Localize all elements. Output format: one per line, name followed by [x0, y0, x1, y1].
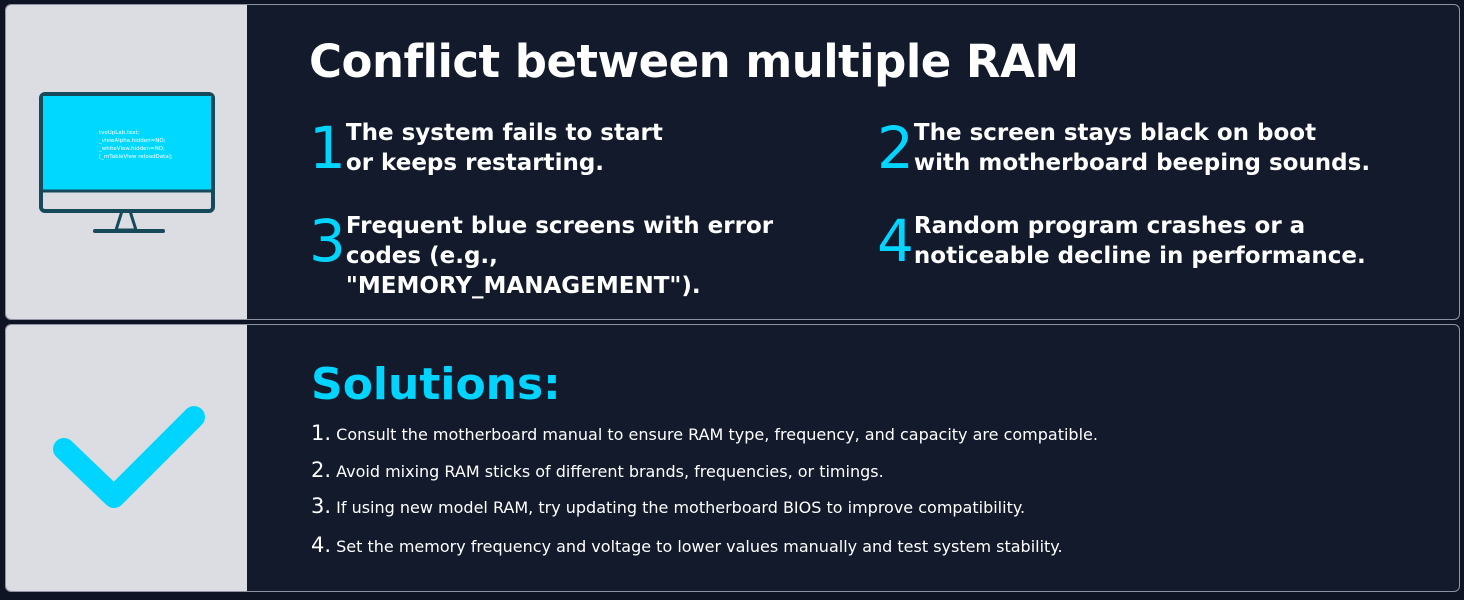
solutions-title: Solutions: — [311, 359, 561, 410]
solutions-panel: Solutions: 1. Consult the motherboard ma… — [5, 324, 1460, 592]
code-line: tvoUpLab.text; — [99, 130, 140, 136]
problem-panel: tvoUpLab.text; _viewAlpha.hidden=NO; _wh… — [5, 4, 1460, 320]
screen-code: tvoUpLab.text; _viewAlpha.hidden=NO; _wh… — [99, 129, 173, 161]
solutions-icon-panel — [6, 325, 247, 591]
symptom-item: 4 Random program crashes or a noticeable… — [877, 211, 1377, 271]
checkmark-icon — [53, 406, 205, 508]
symptom-number: 2 — [877, 114, 914, 182]
solution-text: If using new model RAM, try updating the… — [336, 498, 1026, 517]
solution-number: 3. — [311, 494, 332, 518]
symptom-number: 4 — [877, 207, 914, 275]
code-line: _whiteView.hidden=NO; — [99, 146, 165, 152]
solution-text: Avoid mixing RAM sticks of different bra… — [336, 462, 884, 481]
symptom-text: The screen stays black on boot with moth… — [913, 120, 1371, 176]
solution-number: 2. — [311, 458, 332, 482]
solution-text: Set the memory frequency and voltage to … — [336, 537, 1063, 556]
code-line: _viewAlpha.hidden=NO; — [99, 138, 166, 144]
solution-number: 1. — [311, 421, 332, 445]
problem-title: Conflict between multiple RAM — [309, 35, 1079, 88]
problem-icon-panel: tvoUpLab.text; _viewAlpha.hidden=NO; _wh… — [6, 5, 247, 319]
solution-item: 3. If using new model RAM, try updating … — [311, 494, 1025, 518]
symptom-number: 3 — [309, 207, 346, 275]
code-line: [_mTableView reloadData]; — [99, 154, 173, 160]
solution-item: 4. Set the memory frequency and voltage … — [311, 533, 1063, 557]
symptom-text: Frequent blue screens with error codes (… — [345, 213, 774, 299]
symptom-item: 3 Frequent blue screens with error codes… — [309, 211, 849, 301]
solution-number: 4. — [311, 533, 332, 557]
symptom-text: Random program crashes or a noticeable d… — [913, 213, 1366, 269]
monitor-icon — [39, 92, 215, 233]
symptom-item: 1 The system fails to start or keeps res… — [309, 118, 689, 178]
symptom-text: The system fails to start or keeps resta… — [345, 120, 663, 176]
solution-item: 2. Avoid mixing RAM sticks of different … — [311, 458, 884, 482]
symptom-item: 2 The screen stays black on boot with mo… — [877, 118, 1377, 178]
solution-text: Consult the motherboard manual to ensure… — [336, 425, 1098, 444]
symptom-number: 1 — [309, 114, 346, 182]
solution-item: 1. Consult the motherboard manual to ens… — [311, 421, 1098, 445]
